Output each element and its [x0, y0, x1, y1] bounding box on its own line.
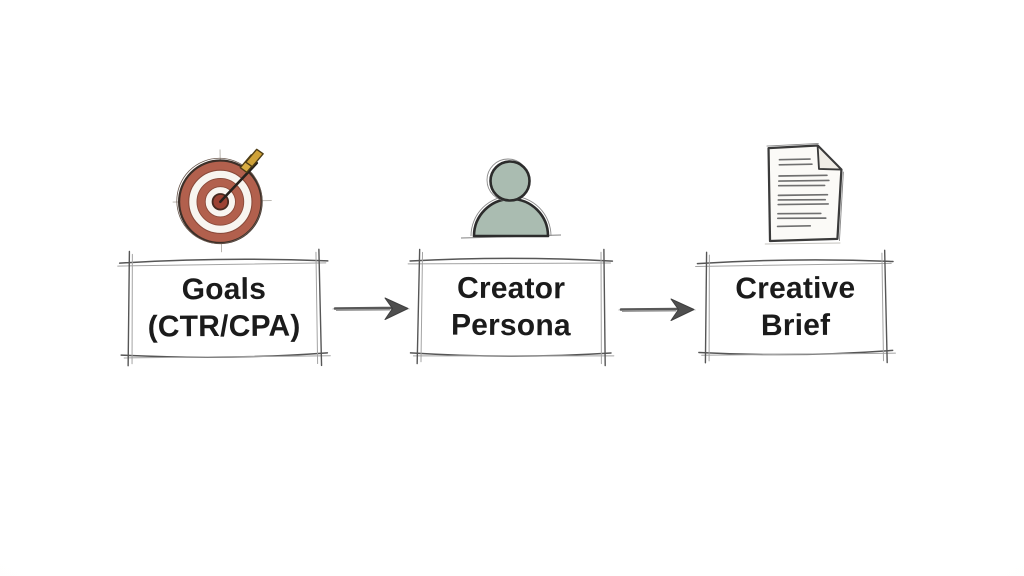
goals-label-line2: (CTR/CPA)	[147, 309, 301, 344]
node-creator-persona-label: Creator Persona	[451, 270, 571, 345]
document-icon	[750, 137, 855, 250]
node-creative-brief-label: Creative Brief	[735, 270, 855, 345]
node-creative-brief-box: Creative Brief	[694, 248, 898, 365]
node-goals-box: Goals (CTR/CPA)	[116, 247, 333, 368]
target-icon	[167, 144, 282, 255]
arrow-goals-to-persona	[332, 295, 410, 322]
node-creator-persona-box: Creator Persona	[406, 246, 617, 367]
persona-label-line1: Creator	[456, 271, 566, 306]
goals-label-line1: Goals	[181, 272, 267, 307]
arrow-persona-to-brief	[618, 296, 696, 323]
brief-label-line1: Creative	[735, 271, 856, 306]
person-icon	[460, 156, 562, 248]
node-goals-label: Goals (CTR/CPA)	[147, 271, 301, 346]
persona-label-line2: Persona	[450, 308, 571, 343]
brief-label-line2: Brief	[760, 308, 831, 343]
